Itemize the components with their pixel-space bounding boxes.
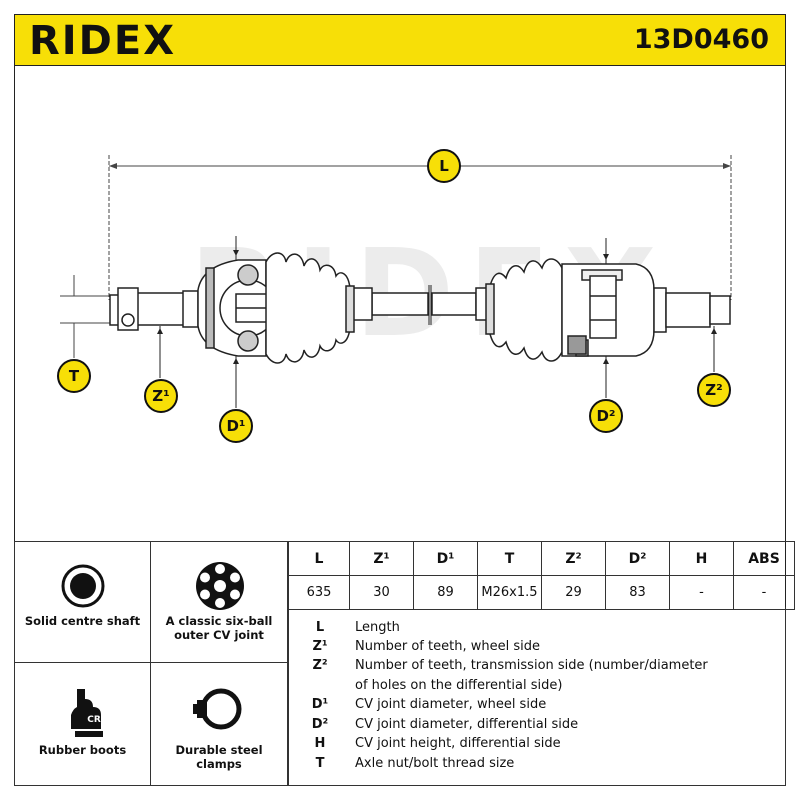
- legend-key: H: [314, 736, 326, 751]
- header-bar: RIDEX 13D0460: [14, 14, 786, 66]
- part-number: 13D0460: [633, 24, 769, 55]
- spec-header: L: [288, 541, 350, 576]
- leader-lines: [159, 326, 715, 408]
- feature-label: Durable steel clamps: [175, 743, 263, 771]
- legend-text: Number of teeth, wheel side: [355, 639, 540, 654]
- legend-key: L: [315, 620, 325, 635]
- spec-value: -: [669, 575, 734, 610]
- badge-D2: D²: [589, 399, 623, 433]
- center-shaft: [351, 287, 491, 321]
- solid-shaft-icon: [61, 564, 105, 608]
- spec-value: 30: [349, 575, 414, 610]
- feature-rubber-boots: CR Rubber boots: [14, 662, 151, 786]
- legend-text: CV joint diameter, wheel side: [355, 697, 547, 712]
- spec-value: M26x1.5: [477, 575, 542, 610]
- spec-value: 29: [541, 575, 606, 610]
- legend-key: T: [315, 756, 325, 771]
- legend-box: [288, 607, 786, 786]
- badge-Z2: Z²: [697, 373, 731, 407]
- legend-text: of holes on the differential side): [355, 678, 563, 693]
- legend-key: D²: [311, 717, 329, 732]
- spec-header: H: [669, 541, 734, 576]
- legend-key: Z²: [312, 658, 328, 673]
- spec-header-row: L Z¹ D¹ T Z² D² H ABS: [288, 541, 795, 576]
- feature-label: A classic six-ball outer CV joint: [165, 614, 273, 642]
- legend-text: CV joint diameter, differential side: [355, 717, 579, 732]
- transmission-boot: [485, 258, 563, 362]
- spec-value: 83: [605, 575, 670, 610]
- spec-value: 635: [288, 575, 350, 610]
- dimension-T-lines: [60, 275, 118, 358]
- feature-label: Rubber boots: [38, 743, 127, 757]
- wheel-side-stub: [109, 287, 199, 331]
- six-ball-joint-icon: [196, 562, 244, 610]
- spec-header: T: [477, 541, 542, 576]
- feature-steel-clamps: Durable steel clamps: [150, 662, 288, 786]
- badge-Z1: Z¹: [144, 379, 178, 413]
- spec-value: -: [733, 575, 795, 610]
- spec-table: L Z¹ D¹ T Z² D² H ABS 635 30 89 M26x1.5 …: [288, 541, 795, 610]
- feature-label: Solid centre shaft: [24, 614, 141, 628]
- steel-clamp-icon: [193, 688, 242, 730]
- inner-cv-joint: [561, 263, 655, 357]
- dimension-L-lines: [108, 155, 732, 300]
- badge-L: L: [427, 149, 461, 183]
- legend-key: Z¹: [312, 639, 328, 654]
- spec-value-row: 635 30 89 M26x1.5 29 83 - -: [288, 575, 795, 610]
- rubber-boot-icon: CR: [71, 689, 103, 737]
- spec-header: D¹: [413, 541, 478, 576]
- feature-six-ball: A classic six-ball outer CV joint: [150, 541, 288, 663]
- badge-D1: D¹: [219, 409, 253, 443]
- spec-header: Z²: [541, 541, 606, 576]
- transmission-side-stub: [653, 287, 731, 333]
- legend-text: Length: [355, 620, 400, 635]
- spec-header: ABS: [733, 541, 795, 576]
- boot-icon-text: CR: [87, 715, 101, 725]
- spec-header: D²: [605, 541, 670, 576]
- feature-solid-shaft: Solid centre shaft: [14, 541, 151, 663]
- brand-logo: RIDEX: [29, 18, 177, 64]
- badge-T: T: [57, 359, 91, 393]
- legend-text: CV joint height, differential side: [355, 736, 561, 751]
- spec-value: 89: [413, 575, 478, 610]
- legend-text: Number of teeth, transmission side (numb…: [355, 658, 708, 673]
- wheel-boot: [265, 252, 355, 364]
- spec-header: Z¹: [349, 541, 414, 576]
- legend-text: Axle nut/bolt thread size: [355, 756, 515, 771]
- legend-key: D¹: [311, 697, 329, 712]
- outer-cv-joint: [197, 259, 277, 357]
